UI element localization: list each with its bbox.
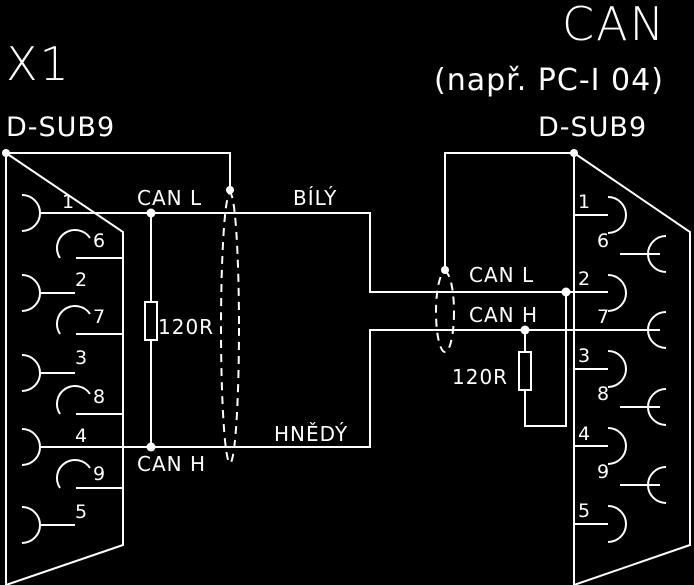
right-pin-contact-9	[620, 466, 667, 504]
right-connector-name: CAN	[562, 0, 666, 51]
left-pin-contact-1	[21, 194, 150, 232]
right-pin-contact-1	[574, 196, 627, 234]
left-connector-body	[5, 151, 124, 585]
wire-bottom-color: HNĚDÝ	[274, 422, 348, 446]
left-pin-contact-2	[21, 274, 75, 312]
right-can-l-label: CAN L	[469, 263, 534, 287]
right-connector-type: D-SUB9	[538, 112, 647, 143]
right-pin-contact-7	[525, 311, 667, 349]
right-pin-label-5: 5	[578, 500, 590, 522]
right-cable-shield	[435, 271, 455, 353]
left-can-h-label: CAN H	[137, 452, 206, 476]
left-pin-label-1: 1	[62, 191, 74, 213]
right-pin-contact-2	[566, 274, 627, 312]
left-resistor-label: 120R	[158, 315, 214, 339]
left-shield-dot	[226, 186, 234, 194]
left-pin-label-9: 9	[93, 463, 105, 485]
left-pin-contact-5	[21, 506, 75, 544]
wire-top-color: BÍLÝ	[293, 186, 337, 210]
right-pin-contact-8	[620, 388, 667, 426]
right-connector-subtitle: (např. PC-I 04)	[434, 63, 664, 98]
left-connector-type: D-SUB9	[6, 112, 115, 143]
right-resistor-label: 120R	[452, 365, 508, 389]
left-pin-contact-7	[55, 305, 123, 335]
right-pin-label-1: 1	[578, 191, 590, 213]
left-pin-contacts	[21, 194, 150, 544]
right-resistor	[518, 351, 532, 391]
right-connector-corner-dot	[570, 149, 578, 157]
right-resistor-lead-bottom	[524, 292, 567, 427]
wire-can-l	[151, 212, 566, 293]
left-resistor	[144, 301, 158, 341]
right-pin-contacts	[525, 196, 667, 543]
right-pin-label-6: 6	[597, 230, 609, 252]
left-cable-shield	[220, 192, 240, 464]
right-pin-label-3: 3	[578, 345, 590, 367]
left-pin-contact-3	[21, 354, 75, 392]
left-pin-contact-4	[21, 428, 150, 466]
left-pin-label-5: 5	[75, 501, 87, 523]
wire-can-h	[151, 329, 525, 448]
right-can-h-label: CAN H	[469, 303, 538, 327]
left-pin-label-4: 4	[75, 425, 87, 447]
left-connector-name: X1	[6, 37, 71, 91]
right-connector-body	[573, 151, 691, 585]
right-pin-label-9: 9	[597, 461, 609, 483]
right-pin-label-7: 7	[597, 306, 609, 328]
right-pin-label-8: 8	[597, 383, 609, 405]
right-pin-contact-6	[620, 235, 667, 273]
left-pin-label-2: 2	[75, 269, 87, 291]
left-shield-wire	[6, 152, 231, 190]
right-shield-wire	[444, 152, 574, 270]
left-pin-label-7: 7	[93, 306, 105, 328]
left-pin-label-8: 8	[93, 386, 105, 408]
right-pin-label-4: 4	[578, 423, 590, 445]
right-pin-label-2: 2	[578, 268, 590, 290]
left-pin-label-6: 6	[93, 230, 105, 252]
left-pin-contact-8	[55, 385, 123, 415]
left-pin-contact-6	[55, 229, 123, 259]
right-pin-contact-4	[574, 427, 627, 465]
left-can-l-label: CAN L	[137, 186, 202, 210]
left-pin-contact-9	[55, 459, 123, 489]
right-pin-contact-5	[574, 505, 627, 543]
left-pin-label-3: 3	[75, 347, 87, 369]
right-pin-contact-3	[574, 350, 627, 388]
